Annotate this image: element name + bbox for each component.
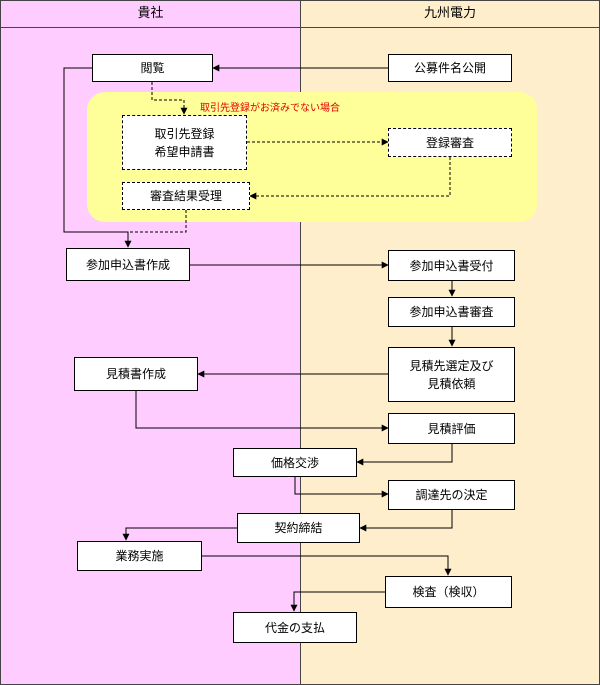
inspection-box: 検査（検収）	[385, 576, 512, 608]
arrow-result-to-application	[124, 210, 187, 248]
arrow-inspection-to-payment	[290, 591, 385, 612]
payment-box: 代金の支払	[233, 612, 357, 643]
arrow-review-to-result	[249, 157, 451, 200]
estimate-evaluation-box: 見積評価	[388, 413, 515, 444]
arrow-contract-to-work	[122, 527, 237, 541]
estimate-create-box: 見積書作成	[74, 357, 198, 391]
arrow-estimate-to-evaluation	[135, 391, 389, 432]
supplier-decision-box: 調達先の決定	[388, 480, 515, 510]
arrow-work-to-inspection	[202, 555, 452, 576]
public-notice-box: 公募件名公開	[388, 54, 512, 82]
contract-box: 契約締結	[237, 513, 360, 543]
arrow-browse-to-application	[63, 67, 129, 247]
arrow-negotiation-to-decision	[294, 477, 389, 498]
arrow-evaluation-to-negotiation	[356, 444, 453, 466]
lane-kyushu-electric-header: 九州電力	[301, 1, 599, 28]
review-result-receipt-box: 審査結果受理	[122, 182, 250, 210]
estimate-request-box: 見積先選定及び 見積依頼	[388, 347, 515, 402]
application-accept-box: 参加申込書受付	[388, 250, 515, 281]
arrow-decision-to-contract	[359, 510, 453, 532]
work-box: 業務実施	[77, 541, 202, 571]
browse-box: 閲覧	[92, 54, 213, 82]
unregistered-vendor-note: 取引先登録がお済みでない場合	[200, 103, 340, 114]
arrow-browse-to-registration	[151, 82, 188, 115]
registration-review-box: 登録審査	[388, 128, 512, 157]
application-review-box: 参加申込書審査	[388, 297, 515, 327]
price-negotiation-box: 価格交渉	[233, 448, 357, 477]
lane-client-header: 貴社	[1, 1, 300, 28]
vendor-registration-request-box: 取引先登録 希望申請書	[122, 115, 247, 170]
application-create-box: 参加申込書作成	[66, 248, 190, 281]
